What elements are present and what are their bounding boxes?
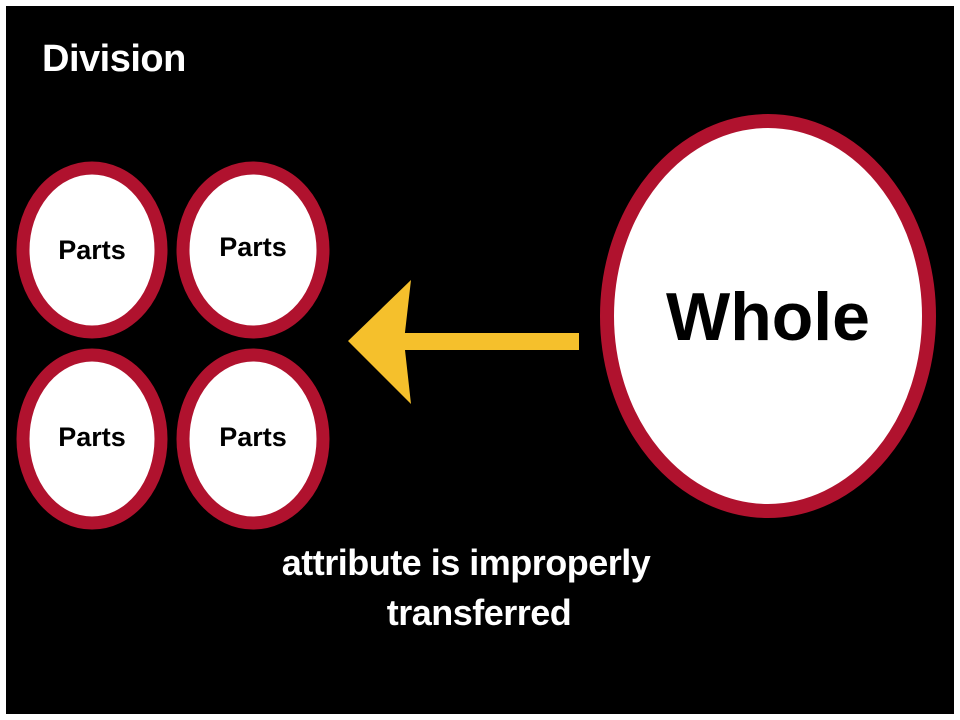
whole-label: Whole: [666, 279, 870, 355]
caption-line-2: transferred: [386, 592, 572, 633]
part-circle: [16, 161, 168, 339]
slide-caption: attribute is improperly transferred: [246, 538, 686, 638]
caption-line-1: attribute is improperly: [281, 542, 651, 583]
arrow-shaft: [401, 333, 579, 350]
part-label: Parts: [219, 232, 287, 262]
slide: Whole Parts Parts Parts Parts Division a…: [6, 6, 954, 714]
arrow-head: [348, 280, 411, 404]
part-circle: [176, 161, 330, 339]
part-label: Parts: [58, 422, 126, 452]
part-label: Parts: [58, 235, 126, 265]
part-label: Parts: [219, 422, 287, 452]
division-arrow: [348, 280, 579, 404]
part-node-4: Parts: [176, 348, 330, 530]
part-node-1: Parts: [16, 161, 168, 339]
part-circle: [176, 348, 330, 530]
division-diagram: Whole Parts Parts Parts Parts: [16, 114, 936, 530]
part-node-3: Parts: [16, 348, 168, 530]
part-node-2: Parts: [176, 161, 330, 339]
slide-title: Division: [42, 38, 186, 80]
part-circle: [16, 348, 168, 530]
whole-circle: [600, 114, 936, 518]
whole-node: Whole: [600, 114, 936, 518]
